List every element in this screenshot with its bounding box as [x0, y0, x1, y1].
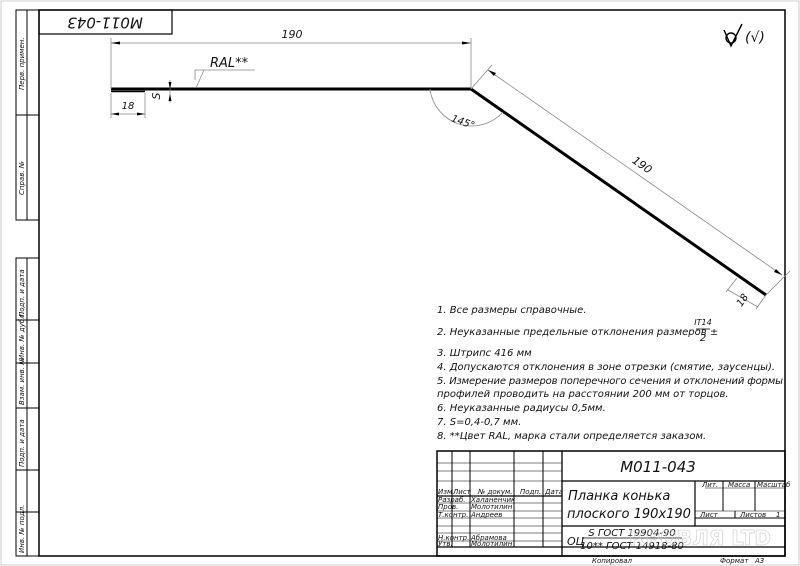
roughness-symbol: (√): [745, 30, 765, 46]
note-2: 2. Неуказанные предельные отклонения раз…: [437, 327, 718, 338]
dim-top-length: 190: [282, 28, 303, 41]
side-label: Инв. № подл.: [18, 505, 26, 553]
title-line2: плоского 190х190: [567, 507, 691, 522]
row-role: Утв.: [438, 540, 453, 548]
header-cell: Дата: [544, 488, 563, 496]
notes: 1. Все размеры справочные. 2. Неуказанны…: [437, 305, 783, 442]
note-8: 8. **Цвет RAL, марка стали определяется …: [437, 431, 706, 442]
row-role: Пров.: [438, 503, 458, 511]
row-name: Халаненчик: [470, 496, 516, 504]
dim-diag-length: 190: [630, 154, 655, 177]
material-prefix: ОЦ: [567, 535, 585, 548]
row-role: Т.контр.: [438, 511, 468, 519]
side-label: Подп. и дата: [18, 419, 26, 467]
side-stamp: [15, 9, 40, 557]
coating-label: RAL**: [210, 56, 249, 71]
material-bottom: 10** ГОСТ 14918-80: [580, 541, 684, 552]
material-top: S ГОСТ 19904-90: [588, 528, 675, 539]
header-cell: Подп.: [520, 488, 541, 496]
lit-label: Лит.: [701, 481, 718, 489]
note-5: 5. Измерение размеров поперечного сечени…: [437, 376, 783, 387]
side-label: Взам. инв. №: [18, 357, 26, 405]
sheet-label: Лист: [699, 511, 719, 519]
note-4: 4. Допускаются отклонения в зоне отрезки…: [437, 362, 775, 373]
row-name: Андреев: [470, 511, 502, 519]
note-1: 1. Все размеры справочные.: [437, 305, 587, 316]
fraction-numerator: IT14: [694, 318, 711, 327]
note-7: 7. S=0,4-0,7 мм.: [437, 417, 521, 428]
row-name: Молотилин: [471, 503, 513, 511]
title-code: М011-043: [620, 458, 696, 476]
note-5b: профилей проводить на расстоянии 200 мм …: [437, 389, 729, 400]
code-rotated: М011-043: [67, 14, 143, 32]
mass-label: Масса: [728, 481, 750, 489]
row-role: Разраб.: [438, 496, 466, 504]
dim-angle: 145°: [450, 113, 476, 132]
sheets-label: Листов: [739, 511, 766, 519]
scale-label: Масштаб: [757, 481, 791, 489]
row-name: Молотилин: [471, 540, 513, 548]
side-label: Инв. № дубл.: [18, 312, 26, 360]
row-name: Абрамова: [470, 534, 507, 542]
profile-diagonal: [470, 87, 767, 297]
dim-left-hem: 18: [122, 101, 135, 112]
signature-rows: Разраб. Халаненчик Пров. Молотилин Т.кон…: [438, 496, 516, 548]
title-block-headers: Изм Лист № докум. Подп. Дата: [438, 488, 563, 496]
row-role: Н.контр.: [438, 534, 469, 542]
header-cell: Изм: [438, 488, 453, 496]
note-6: 6. Неуказанные радиусы 0,5мм.: [437, 403, 606, 414]
side-label: Справ. №: [18, 161, 26, 195]
title-block: [436, 450, 786, 557]
watermark: КРОВЛЯ LTD: [629, 526, 771, 550]
copied-label: Копировал: [592, 557, 633, 565]
side-label: Перв. примен.: [18, 37, 26, 90]
header-cell: № докум.: [477, 488, 513, 496]
format-value: А3: [754, 557, 764, 565]
profile-drawing: 190 18 S RAL** 145° 190 18: [110, 28, 791, 310]
dim-right-hem: 18: [735, 292, 751, 309]
code-box: [38, 9, 173, 35]
sheets-value: 1: [776, 511, 780, 519]
side-label: Подп. и дата: [18, 269, 26, 317]
title-line1: Планка конька: [568, 489, 670, 504]
roughness-icon: [723, 23, 743, 48]
header-cell: Лист: [452, 488, 472, 496]
fraction-denominator: 2: [700, 333, 706, 344]
dim-thickness: S: [150, 92, 163, 99]
format-label: Формат: [720, 557, 749, 565]
note-3: 3. Штрипс 416 мм: [437, 348, 532, 359]
